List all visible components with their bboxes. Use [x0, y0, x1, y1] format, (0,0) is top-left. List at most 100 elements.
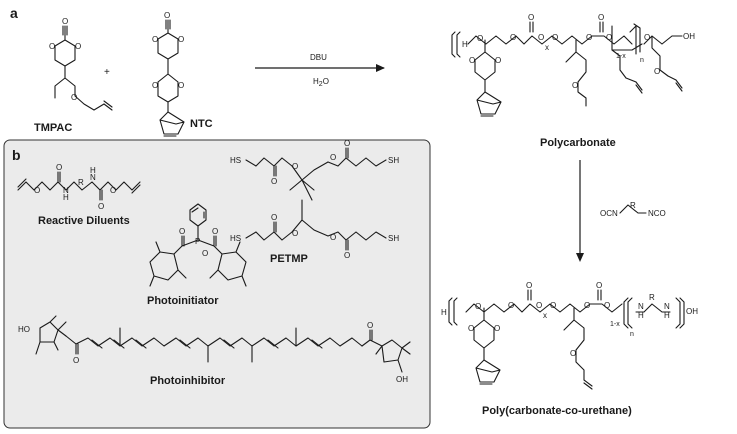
polyurethane-label: Poly(carbonate-co-urethane) [482, 405, 632, 417]
petmp-o2: O [330, 153, 336, 162]
pi-p-o: O [202, 249, 208, 258]
pi-carbonyl-o1: O [179, 227, 185, 236]
ntc-label: NTC [190, 118, 213, 130]
pu-acetal-o2: O [494, 324, 500, 333]
pc-carbonyl-o2: O [598, 13, 604, 22]
polycarbonate-label: Polycarbonate [540, 137, 616, 149]
pinh-carbonyl-o2: O [367, 321, 373, 330]
rd-o1: O [34, 186, 40, 195]
petmp-sh4: SH [388, 234, 399, 243]
pc-o1: O [477, 34, 483, 43]
photoinhibitor-structure [35, 315, 411, 373]
pc-acetal-o1: O [469, 56, 475, 65]
ntc-ring-o2: O [178, 35, 184, 44]
photoinitiator-structure [149, 203, 247, 287]
pc-n: n [640, 57, 644, 64]
pc-o5: O [586, 33, 592, 42]
panel-b-label: b [12, 147, 21, 163]
rd-nh1-n: N [63, 186, 69, 195]
pi-p: P [195, 237, 200, 246]
pc-x: x [545, 43, 549, 52]
pu-n: n [630, 331, 634, 338]
rd-o2: O [110, 186, 116, 195]
photoinitiator-label: Photoinitiator [147, 295, 219, 307]
rd-nh2-n: N [90, 173, 96, 182]
ntc-structure [157, 19, 185, 137]
arrowhead-horizontal [376, 64, 385, 72]
diisocyanate-r: R [630, 201, 636, 210]
water-label: H2O [313, 77, 329, 88]
diisocyanate-bonds [619, 204, 647, 214]
plus-sign: + [104, 67, 110, 78]
pu-r: R [649, 293, 655, 302]
petmp-carbonyl-o3: O [271, 213, 277, 222]
petmp-o3: O [292, 229, 298, 238]
pc-ether-o2: O [654, 67, 660, 76]
tmpac-carbonyl-o: O [62, 17, 68, 26]
petmp-sh2: SH [388, 156, 399, 165]
pu-acetal-o1: O [468, 324, 474, 333]
pc-ether-o1: O [572, 81, 578, 90]
pu-o3: O [536, 301, 542, 310]
petmp-o1: O [292, 162, 298, 171]
pu-ether-o: O [570, 349, 576, 358]
pu-nh2-n: N [664, 302, 670, 311]
pinh-oh: OH [396, 375, 408, 384]
diisocyanate-left: OCN [600, 209, 618, 218]
reactive-diluent-structure [17, 171, 141, 201]
polycarbonate-structure [451, 21, 683, 117]
pu-o4: O [550, 301, 556, 310]
rd-nh2-h: H [90, 166, 96, 175]
pu-nh2-h: H [664, 311, 670, 320]
ntc-acetal-o1: O [152, 81, 158, 90]
pu-carbonyl-o1: O [526, 281, 532, 290]
petmp-carbonyl-o1: O [271, 177, 277, 186]
arrowhead-vertical [576, 253, 584, 262]
reactive-diluents-label: Reactive Diluents [38, 215, 130, 227]
pu-one-minus-x: 1-x [610, 321, 620, 328]
pu-nh1-n: N [638, 302, 644, 311]
pu-nh1-h: H [638, 311, 644, 320]
tmpac-structure [54, 25, 113, 111]
tmpac-label: TMPAC [34, 122, 72, 134]
pu-o2: O [508, 301, 514, 310]
pc-o3: O [538, 33, 544, 42]
pc-o6: O [606, 33, 612, 42]
pc-acetal-o2: O [495, 56, 501, 65]
pinh-carbonyl-o1: O [73, 356, 79, 365]
pu-o6: O [604, 301, 610, 310]
pinh-ho: HO [18, 325, 30, 334]
pc-o4: O [552, 33, 558, 42]
diisocyanate-right: NCO [648, 209, 666, 218]
petmp-structure [245, 147, 387, 251]
panel-a-label: a [10, 5, 18, 21]
pc-o7: O [644, 33, 650, 42]
pu-oh: OH [686, 307, 698, 316]
tmpac-ring-o2: O [75, 42, 81, 51]
petmp-sh3: HS [230, 234, 241, 243]
petmp-label: PETMP [270, 253, 308, 265]
petmp-sh1: HS [230, 156, 241, 165]
petmp-o4: O [330, 233, 336, 242]
photoinhibitor-label: Photoinhibitor [150, 375, 226, 387]
pu-x: x [543, 311, 547, 320]
petmp-carbonyl-o4: O [344, 251, 350, 260]
pu-o5: O [584, 301, 590, 310]
pc-one-minus-x: 1-x [616, 53, 626, 60]
ntc-ring-o1: O [152, 35, 158, 44]
pc-end-h: H [462, 40, 468, 49]
tmpac-ring-o1: O [49, 42, 55, 51]
pi-carbonyl-o2: O [212, 227, 218, 236]
catalyst-label: DBU [310, 53, 327, 62]
pc-carbonyl-o1: O [528, 13, 534, 22]
pu-o1: O [475, 302, 481, 311]
ntc-acetal-o2: O [178, 81, 184, 90]
petmp-carbonyl-o2: O [344, 139, 350, 148]
rd-r: R [78, 178, 84, 187]
ntc-carbonyl-o: O [164, 11, 170, 20]
rd-carbonyl-o1: O [56, 163, 62, 172]
pu-end-h: H [441, 308, 447, 317]
polyurethane-structure [448, 289, 685, 390]
pu-carbonyl-o2: O [596, 281, 602, 290]
